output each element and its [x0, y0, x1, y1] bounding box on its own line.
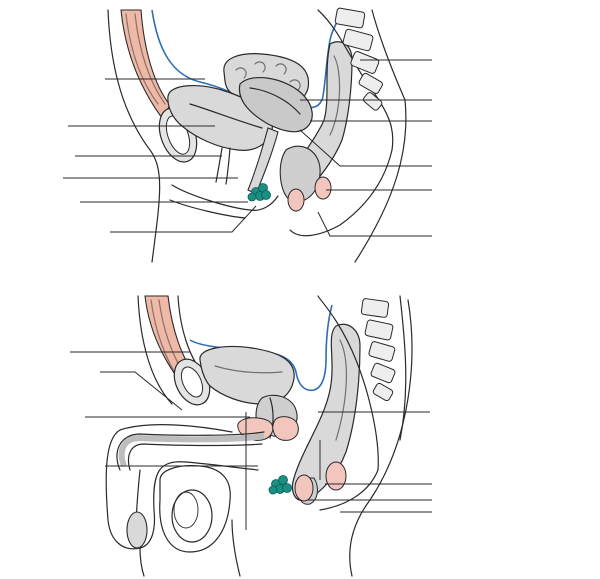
male-posterior-wall	[349, 299, 413, 577]
male-urethra	[118, 433, 265, 468]
female-abdominal-wall	[107, 9, 161, 263]
male-testis	[171, 489, 213, 543]
female-teal-nodes	[247, 183, 271, 202]
male-sacrum	[317, 295, 407, 471]
female-uterus	[238, 77, 313, 133]
male-anal-glands	[294, 461, 347, 502]
male-bladder	[199, 345, 295, 405]
male-abdominal-wall	[137, 295, 173, 405]
female-posterior-wall	[289, 149, 393, 237]
male-teal-nodes	[268, 475, 292, 495]
female-glands	[287, 176, 332, 212]
male-pink-glands	[237, 416, 299, 441]
female-rectal-ampulla	[279, 145, 321, 203]
female-pelvis-panel	[63, 7, 432, 263]
female-sacrum	[317, 7, 406, 151]
female-perineum	[171, 184, 279, 211]
female-leader-lines	[63, 59, 432, 237]
male-leader-lines	[70, 351, 432, 530]
male-pelvis-panel	[70, 295, 432, 577]
female-urethra	[215, 147, 231, 185]
male-glans	[126, 511, 148, 549]
